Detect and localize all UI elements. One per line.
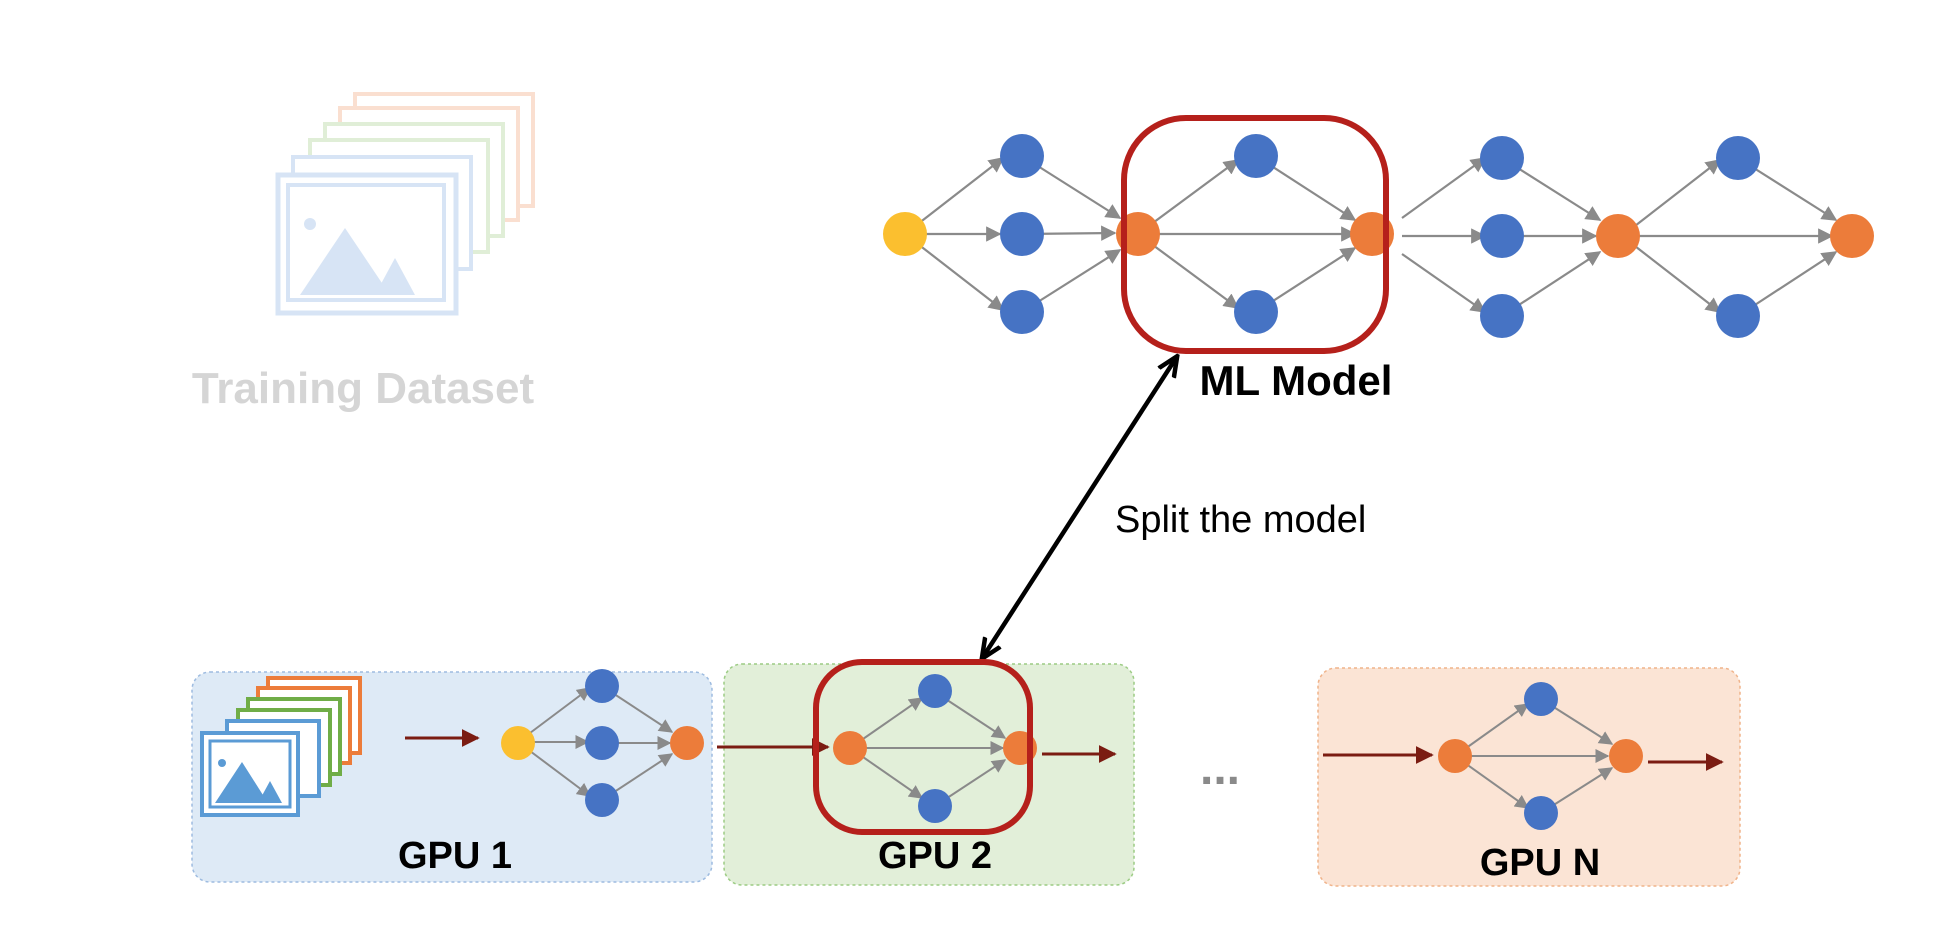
training-dataset-label: Training Dataset: [192, 364, 535, 413]
model-hidden-node: [1480, 214, 1524, 258]
gpu-layer-node: [833, 731, 867, 765]
gpu-hidden-node: [585, 669, 619, 703]
gpu-2-highlight-box: [813, 659, 1033, 835]
gpu-hidden-node: [918, 789, 952, 823]
model-hidden-node: [1000, 212, 1044, 256]
gpu-hidden-node: [585, 783, 619, 817]
model-hidden-node: [1716, 136, 1760, 180]
ellipsis: ...: [1200, 742, 1240, 795]
gpu-n-panel: GPU N: [1317, 667, 1741, 887]
gpu-hidden-node: [1524, 682, 1558, 716]
dataset-stack-icon: [275, 92, 535, 316]
ml-model-network: ML Model: [883, 115, 1874, 404]
gpu-n-label: GPU N: [1480, 842, 1600, 884]
model-hidden-node: [1000, 134, 1044, 178]
gpu-layer-node: [1609, 739, 1643, 773]
gpu-input-node: [501, 726, 535, 760]
model-hidden-node: [1716, 294, 1760, 338]
ml-model-label: ML Model: [1200, 357, 1393, 404]
model-input-node: [883, 212, 927, 256]
model-layer-node: [1830, 214, 1874, 258]
gpu-layer-node: [1438, 739, 1472, 773]
gpu-2-panel: GPU 2: [717, 659, 1135, 886]
model-hidden-node: [1000, 290, 1044, 334]
training-dataset-group: Training Dataset: [192, 92, 535, 413]
model-layer-node: [1596, 214, 1640, 258]
model-hidden-node: [1234, 290, 1278, 334]
model-hidden-node: [1234, 134, 1278, 178]
gpu-layer-node: [670, 726, 704, 760]
gpu-2-label: GPU 2: [878, 835, 992, 877]
gpu-1-label: GPU 1: [398, 835, 512, 877]
model-highlight-box: [1121, 115, 1389, 354]
gpu-1-panel: GPU 1: [191, 669, 713, 883]
gpu-hidden-node: [585, 726, 619, 760]
dataset-stack-icon: [200, 676, 362, 817]
gpu-hidden-node: [1524, 796, 1558, 830]
model-hidden-node: [1480, 294, 1524, 338]
split-label: Split the model: [1115, 499, 1366, 541]
split-arrow: [983, 358, 1176, 657]
model-hidden-node: [1480, 136, 1524, 180]
gpu-hidden-node: [918, 674, 952, 708]
